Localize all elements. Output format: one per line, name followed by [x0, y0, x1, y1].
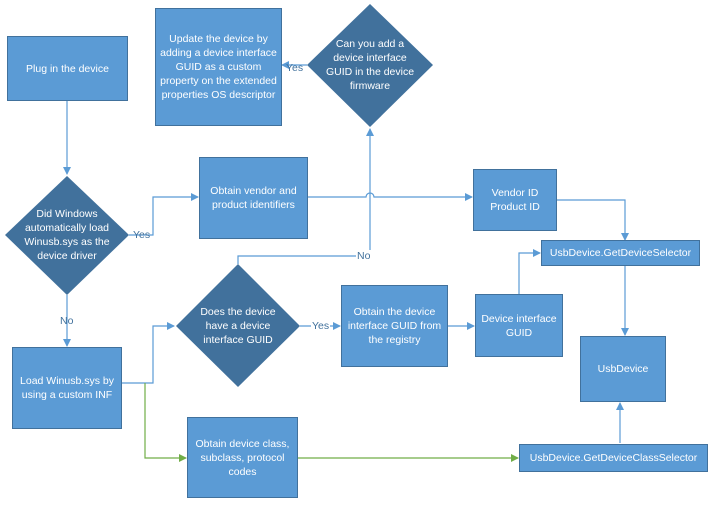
edge-label-yes-windows: Yes — [133, 229, 151, 241]
vendor-product-id-label: Vendor ID Product ID — [490, 187, 540, 213]
obtain-class-codes-node: Obtain device class, subclass, protocol … — [187, 417, 298, 498]
load-winusb-label: Load Winusb.sys by using a custom INF — [20, 375, 114, 401]
did-windows-load-node: Did Windows automatically load Winusb.sy… — [18, 200, 116, 270]
did-windows-load-label: Did Windows automatically load Winusb.sy… — [24, 208, 110, 262]
edge-label-yes-update: Yes — [286, 62, 304, 74]
does-device-have-guid-node: Does the device have a device interface … — [192, 296, 284, 356]
arrow-vendor-to-ids — [308, 192, 473, 201]
plug-in-device-label: Plug in the device — [26, 62, 109, 75]
can-add-guid-label: Can you add a device interface GUID in t… — [325, 38, 415, 92]
device-interface-guid-node: Device interface GUID — [475, 294, 563, 357]
edge-label-no-guid: No — [356, 250, 372, 262]
obtain-guid-registry-label: Obtain the device interface GUID from th… — [347, 306, 442, 346]
vendor-product-id-node: Vendor ID Product ID — [473, 169, 557, 231]
diamond-shape-can-add-guid — [307, 4, 433, 127]
get-device-class-selector-node: UsbDevice.GetDeviceClassSelector — [519, 444, 708, 472]
diamond-shape-does-device-have-guid — [176, 264, 300, 387]
arrow-load-to-class-codes — [144, 383, 187, 462]
arrow-windows-yes-to-vendor — [129, 193, 199, 236]
edge-label-no-windows: No — [60, 315, 74, 327]
arrow-guid-to-selector — [518, 249, 541, 294]
obtain-guid-registry-node: Obtain the device interface GUID from th… — [341, 285, 448, 367]
device-interface-guid-label: Device interface GUID — [481, 312, 557, 339]
update-device-label: Update the device by adding a device int… — [160, 33, 277, 101]
update-device-node: Update the device by adding a device int… — [155, 8, 282, 126]
obtain-vendor-node: Obtain vendor and product identifiers — [199, 157, 308, 239]
arrow-load-to-guid-question — [122, 322, 175, 384]
get-device-class-selector-label: UsbDevice.GetDeviceClassSelector — [529, 452, 698, 464]
arrow-guid-no-to-can-add — [237, 128, 374, 264]
diamond-shape-did-windows-load — [5, 176, 129, 295]
can-add-guid-node: Can you add a device interface GUID in t… — [320, 30, 420, 100]
load-winusb-node: Load Winusb.sys by using a custom INF — [12, 347, 122, 429]
get-device-selector-label: UsbDevice.GetDeviceSelector — [549, 247, 692, 259]
usbdevice-label: UsbDevice — [597, 363, 649, 375]
does-device-have-guid-label: Does the device have a device interface … — [200, 306, 276, 346]
usbdevice-node: UsbDevice — [580, 336, 666, 402]
obtain-class-codes-label: Obtain device class, subclass, protocol … — [195, 437, 290, 478]
get-device-selector-node: UsbDevice.GetDeviceSelector — [541, 240, 700, 266]
arrow-ids-to-selector — [557, 199, 629, 241]
obtain-vendor-label: Obtain vendor and product identifiers — [210, 185, 297, 211]
edge-label-yes-guid: Yes — [311, 320, 331, 332]
plug-in-device-node: Plug in the device — [7, 36, 128, 101]
